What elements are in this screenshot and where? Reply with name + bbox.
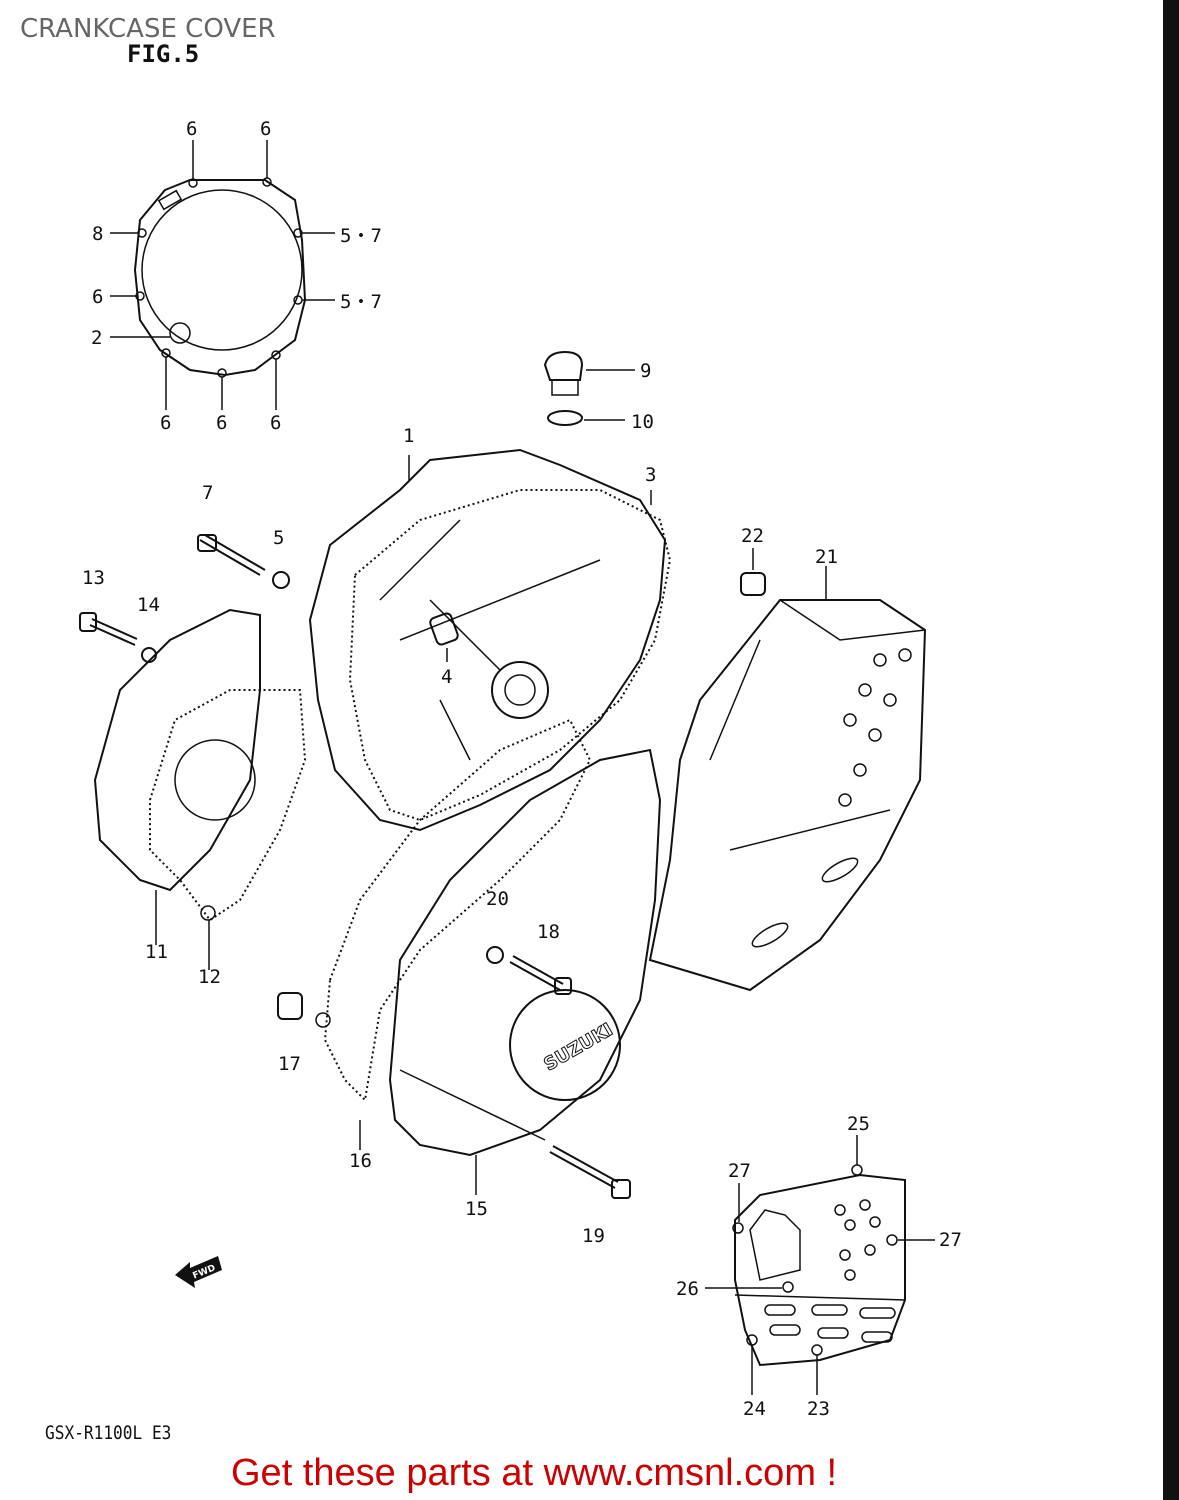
callout: 9	[640, 360, 651, 382]
callout: 11	[145, 941, 168, 963]
bolts	[79, 534, 766, 1199]
engine-guard-plate	[705, 1135, 935, 1395]
callout: 5	[273, 527, 284, 549]
callout: 17	[278, 1053, 301, 1075]
scan-edge	[1163, 0, 1179, 1500]
suzuki-emblem: SUZUKI	[540, 1019, 616, 1075]
callout: 2	[91, 327, 102, 349]
callout-labels: 6 6 8 5・7 6 5・7 2 6 6 6 9 10 1 3 7 5 22 …	[82, 118, 962, 1420]
callout: 8	[92, 223, 103, 245]
callout: 20	[486, 888, 509, 910]
callout: 7	[202, 482, 213, 504]
callout: 18	[537, 921, 560, 943]
clutch-cover	[308, 448, 672, 832]
callout: 16	[349, 1150, 372, 1172]
figure-number: FIG.5	[127, 40, 200, 68]
callout: 23	[807, 1398, 830, 1420]
oil-filler-cap	[543, 350, 635, 426]
callout: 6	[270, 412, 281, 434]
callout: 1	[403, 425, 414, 447]
callout: 4	[441, 666, 452, 688]
callout: 6	[216, 412, 227, 434]
callout: 24	[743, 1398, 766, 1420]
callout: 6	[160, 412, 171, 434]
forward-arrow-icon: FWD	[175, 1256, 222, 1288]
callout: 15	[465, 1198, 488, 1220]
page-title: CRANKCASE COVER	[20, 14, 276, 44]
callout: 5・7	[340, 291, 382, 313]
model-code: GSX-R1100L E3	[45, 1422, 172, 1444]
callout: 21	[815, 546, 838, 568]
promo-link[interactable]: Get these parts at www.cmsnl.com !	[231, 1452, 838, 1494]
callout: 25	[847, 1113, 870, 1135]
generator-guard	[648, 548, 927, 992]
callout: 27	[728, 1160, 751, 1182]
callout: 12	[198, 966, 221, 988]
callout: 6	[92, 286, 103, 308]
callout: 26	[676, 1278, 699, 1300]
callout: 14	[137, 594, 160, 616]
dowel-pin	[429, 612, 459, 662]
callout: 13	[82, 567, 105, 589]
callout: 6	[260, 118, 271, 140]
callout: 5・7	[340, 225, 382, 247]
callout: 27	[939, 1229, 962, 1251]
callout: 22	[741, 525, 764, 547]
starter-cover	[93, 608, 307, 970]
callout: 6	[186, 118, 197, 140]
callout: 10	[631, 411, 654, 433]
callout: 19	[582, 1225, 605, 1247]
callout: 3	[645, 464, 656, 486]
clutch-cover-gasket	[110, 140, 335, 410]
